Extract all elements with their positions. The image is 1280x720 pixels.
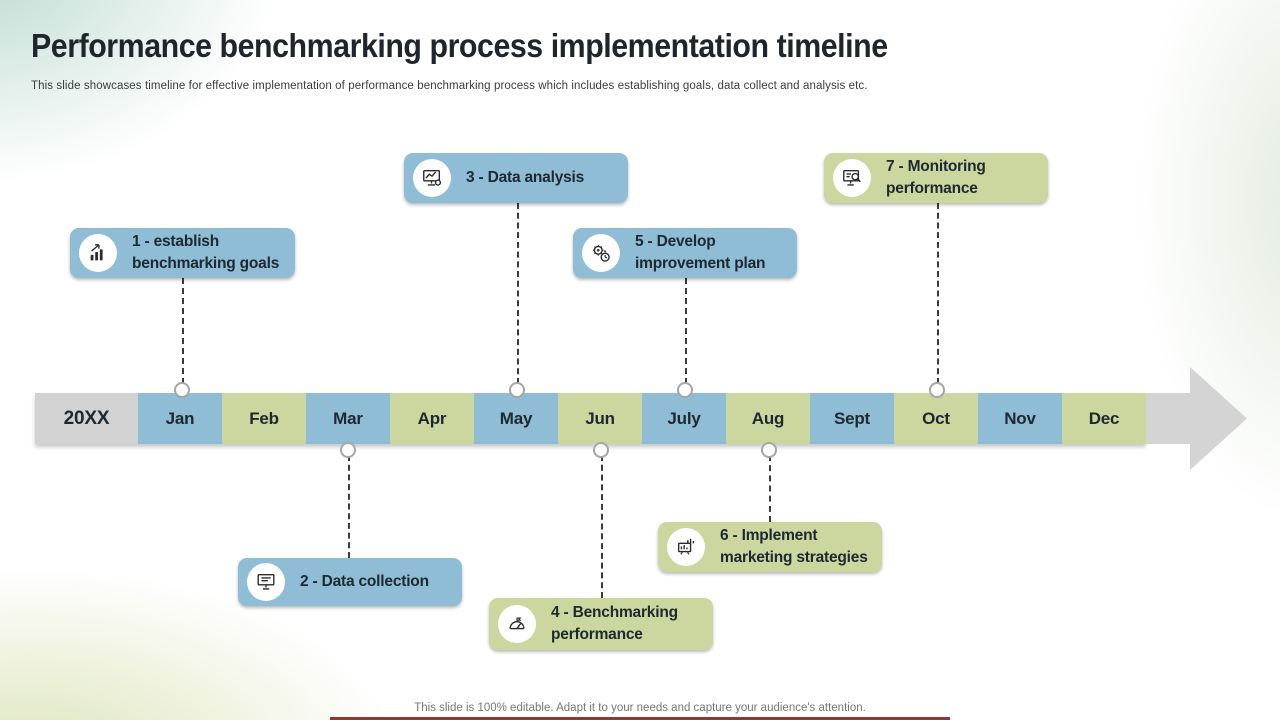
callout-data-analysis: 3 - Data analysis bbox=[404, 153, 628, 203]
callout-icon-circle bbox=[667, 528, 705, 566]
footer-accent-line bbox=[330, 717, 950, 720]
timeline-month-oct: Oct bbox=[894, 393, 978, 444]
timeline-month-feb: Feb bbox=[222, 393, 306, 444]
callout-label: 1 - establish benchmarking goals bbox=[132, 233, 280, 272]
callout-label: 6 - Implement marketing strategies bbox=[720, 527, 868, 566]
connector-dot-jan bbox=[174, 382, 190, 398]
timeline-bar: 20XX Jan Feb Mar Apr May Jun July Aug Se… bbox=[35, 393, 1146, 444]
timeline-month-mar: Mar bbox=[306, 393, 390, 444]
monitor-magnifier-icon bbox=[843, 169, 861, 186]
timeline-month-apr: Apr bbox=[390, 393, 474, 444]
gear-stopwatch-icon bbox=[592, 244, 610, 262]
callout-monitoring-performance: 7 - Monitoring performance bbox=[824, 153, 1048, 203]
connector-step4-jun bbox=[601, 455, 603, 598]
callout-label: 4 - Benchmarking performance bbox=[551, 604, 678, 643]
callout-icon-circle bbox=[413, 159, 451, 197]
connector-step7-oct bbox=[937, 203, 939, 384]
timeline-month-jan: Jan bbox=[138, 393, 222, 444]
footer-note: This slide is 100% editable. Adapt it to… bbox=[414, 702, 866, 714]
page-title: Performance benchmarking process impleme… bbox=[31, 27, 888, 64]
callout-benchmarking-performance: 4 - Benchmarking performance bbox=[489, 598, 713, 650]
connector-step5-july bbox=[685, 278, 687, 384]
callout-icon-circle bbox=[833, 159, 871, 197]
timeline-month-sept: Sept bbox=[810, 393, 894, 444]
timeline-arrow-icon bbox=[1146, 367, 1247, 470]
timeline-year-cell: 20XX bbox=[35, 393, 138, 444]
monitor-data-icon bbox=[257, 573, 275, 590]
callout-data-collection: 2 - Data collection bbox=[238, 558, 462, 606]
callout-label: 2 - Data collection bbox=[300, 573, 429, 590]
connector-dot-may bbox=[509, 382, 525, 398]
connector-dot-jun bbox=[593, 442, 609, 458]
callout-label: 7 - Monitoring performance bbox=[886, 158, 986, 197]
connector-step6-aug bbox=[769, 455, 771, 522]
timeline-month-july: July bbox=[642, 393, 726, 444]
connector-step2-mar bbox=[348, 455, 350, 558]
timeline-month-nov: Nov bbox=[978, 393, 1062, 444]
connector-step3-may bbox=[517, 203, 519, 384]
callout-icon-circle bbox=[79, 234, 117, 272]
callout-icon-circle bbox=[498, 605, 536, 643]
callout-establish-benchmarking-goals: 1 - establish benchmarking goals bbox=[70, 228, 295, 278]
connector-step1-jan bbox=[182, 278, 184, 384]
timeline-month-dec: Dec bbox=[1062, 393, 1146, 444]
callout-label: 3 - Data analysis bbox=[466, 169, 585, 186]
connector-dot-july bbox=[677, 382, 693, 398]
callout-icon-circle bbox=[247, 563, 285, 601]
timeline-month-may: May bbox=[474, 393, 558, 444]
chart-board-icon bbox=[677, 538, 695, 555]
connector-dot-mar bbox=[340, 442, 356, 458]
callout-icon-circle bbox=[582, 234, 620, 272]
callout-label: 5 - Develop improvement plan bbox=[635, 233, 766, 272]
gauge-icon bbox=[509, 617, 525, 630]
timeline-month-jun: Jun bbox=[558, 393, 642, 444]
connector-dot-aug bbox=[761, 442, 777, 458]
timeline-month-aug: Aug bbox=[726, 393, 810, 444]
callout-implement-marketing-strategies: 6 - Implement marketing strategies bbox=[658, 522, 882, 572]
page-subtitle: This slide showcases timeline for effect… bbox=[31, 80, 868, 92]
connector-dot-oct bbox=[929, 382, 945, 398]
monitor-chart-gear-icon bbox=[423, 169, 442, 186]
callout-develop-improvement-plan: 5 - Develop improvement plan bbox=[573, 228, 797, 278]
goals-target-chart-icon bbox=[90, 244, 103, 261]
